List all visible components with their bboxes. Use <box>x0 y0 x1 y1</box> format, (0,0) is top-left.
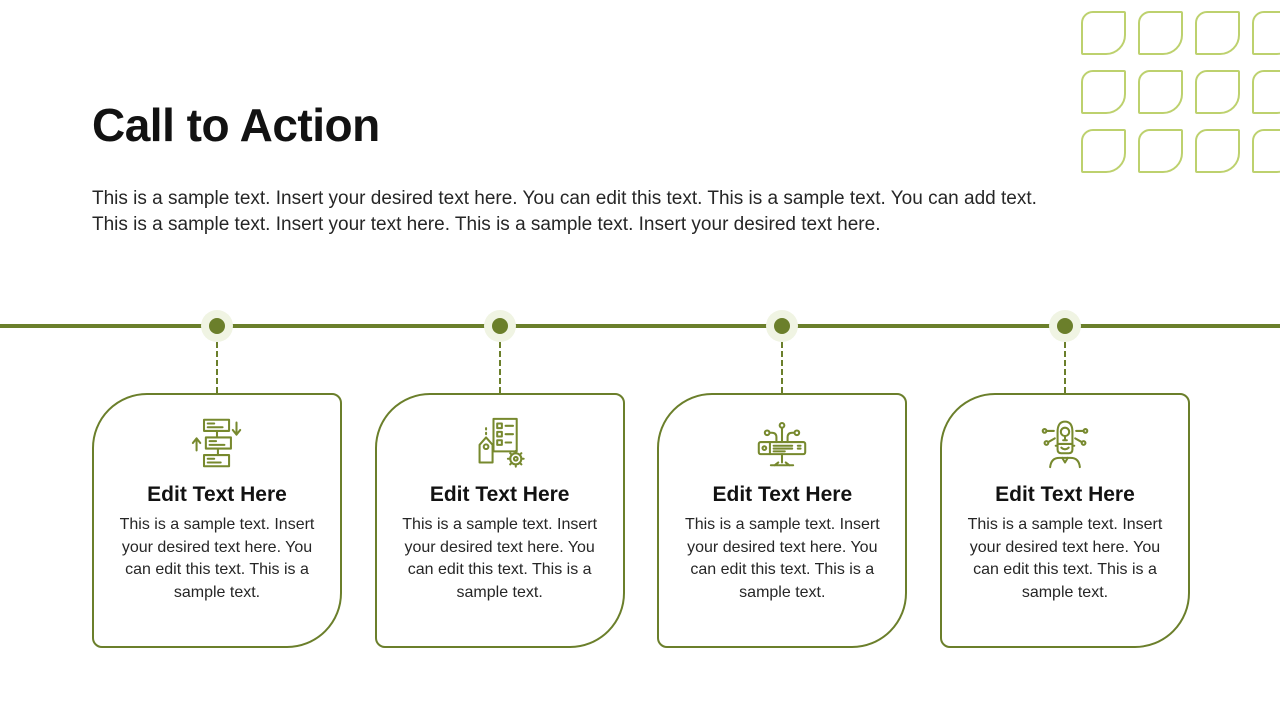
creative-mind-icon <box>1041 420 1089 469</box>
leaf-shape <box>1138 11 1183 55</box>
step-card-3: Edit Text Here This is a sample text. In… <box>657 393 908 648</box>
card-body: This is a sample text. Insert your desir… <box>684 516 880 601</box>
network-hub-icon <box>758 422 807 467</box>
checklist-tag-icon <box>478 417 525 468</box>
leaf-shape <box>1252 129 1280 173</box>
card-heading: Edit Text Here <box>429 483 570 506</box>
leaf-shape <box>1252 70 1280 114</box>
dashed-connector <box>781 342 784 393</box>
leaf-shape <box>1081 129 1126 173</box>
dashed-connector <box>1063 342 1066 393</box>
dashed-connector <box>498 342 501 393</box>
leaf-shape <box>1195 70 1240 114</box>
step-card-1: Edit Text Here This is a sample text. In… <box>92 393 342 648</box>
leaf-shape <box>1195 11 1240 55</box>
leaf-shape <box>1138 129 1183 173</box>
timeline-dot <box>209 318 225 334</box>
leaf-shape <box>1195 129 1240 173</box>
timeline-dot-halo <box>766 310 799 342</box>
timeline-steps: Edit Text Here This is a sample text. In… <box>92 310 1190 648</box>
leaf-shape <box>1138 70 1183 114</box>
slide-description: This is a sample text. Insert your desir… <box>92 188 1037 235</box>
timeline-dot-halo <box>483 310 516 342</box>
page-title: Call to Action <box>92 99 380 151</box>
leaf-shape <box>1081 70 1126 114</box>
timeline-step-2: Edit Text Here This is a sample text. In… <box>374 310 625 648</box>
slide-header: Call to Action This is a sample text. In… <box>92 98 1057 237</box>
card-heading: Edit Text Here <box>995 483 1135 506</box>
timeline-step-1: Edit Text Here This is a sample text. In… <box>92 310 342 648</box>
card-body: This is a sample text. Insert your desir… <box>119 516 315 601</box>
timeline-line <box>0 324 1280 328</box>
timeline-step-3: Edit Text Here This is a sample text. In… <box>657 310 908 648</box>
timeline-dot <box>1056 318 1073 334</box>
leaf-shape <box>1252 11 1280 55</box>
workflow-icon <box>191 418 242 468</box>
leaf-shape <box>1081 11 1126 55</box>
card-heading: Edit Text Here <box>712 483 853 506</box>
timeline-dot <box>774 318 791 334</box>
card-body: This is a sample text. Insert your desir… <box>402 516 598 601</box>
timeline-step-4: Edit Text Here This is a sample text. In… <box>939 310 1190 648</box>
step-card-4: Edit Text Here This is a sample text. In… <box>939 393 1190 648</box>
card-body: This is a sample text. Insert your desir… <box>967 516 1163 601</box>
card-heading: Edit Text Here <box>147 483 287 506</box>
dashed-connector <box>216 342 218 393</box>
timeline-dot-halo <box>201 310 233 342</box>
timeline-dot-halo <box>1048 310 1081 342</box>
leaf-decoration-grid <box>1081 11 1280 173</box>
step-card-2: Edit Text Here This is a sample text. In… <box>374 393 625 648</box>
timeline-dot <box>491 318 508 334</box>
